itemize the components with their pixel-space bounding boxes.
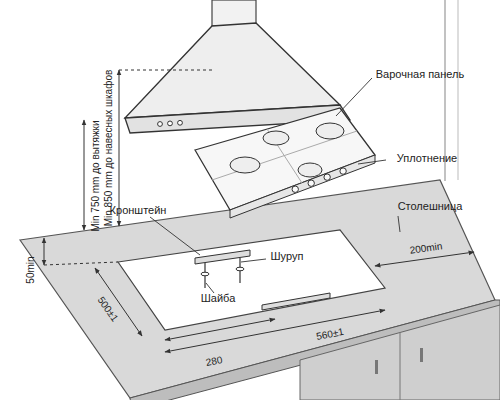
dimension-lines (44, 70, 474, 352)
control-knob (308, 180, 314, 186)
cooker-hood (125, 0, 350, 133)
part-label: Шайба (201, 292, 236, 304)
control-knob (340, 168, 346, 174)
part-label: Варочная панель (376, 68, 464, 80)
cutout (118, 230, 385, 330)
part-label: Уплотнение (397, 152, 457, 164)
dimension-label: 50min (25, 256, 36, 283)
control-knob (292, 186, 298, 192)
wall-edge (458, 0, 459, 180)
bracket (195, 250, 330, 310)
part-label: Столешница (398, 200, 463, 212)
part-label: Шуруп (271, 250, 304, 262)
control-knobs (292, 168, 346, 193)
leader-lines (150, 78, 400, 293)
gas-hob (195, 108, 375, 218)
dimension-label: Min 850 mm до навесных шкафов (103, 70, 114, 227)
part-label: Кронштейн (110, 204, 167, 216)
dimension-label: Min 750 mm до вытяжки (90, 120, 101, 231)
control-knob (324, 174, 330, 180)
